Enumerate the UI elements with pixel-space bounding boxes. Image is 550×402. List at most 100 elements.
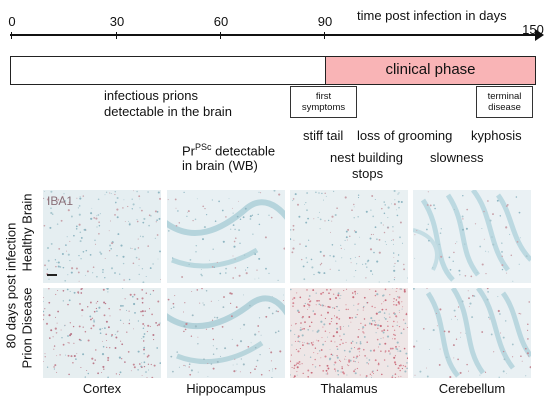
tissue-speckle [271,312,274,315]
tissue-speckle [211,266,214,268]
tissue-speckle [518,211,521,214]
tissue-speckle [343,289,345,292]
tissue-speckle [77,271,80,274]
tissue-speckle [277,310,279,313]
tissue-speckle [234,228,236,231]
tissue-speckle [472,294,474,297]
tissue-speckle [234,267,237,269]
tissue-speckle [283,247,285,250]
tissue-speckle [296,366,299,369]
tissue-speckle [452,260,454,262]
tissue-speckle [357,293,359,295]
tissue-speckle [296,203,300,206]
tissue-speckle [258,191,260,193]
tissue-speckle [67,253,70,256]
tissue-speckle [407,277,408,279]
tissue-speckle [375,321,377,323]
tissue-speckle [236,215,239,218]
tissue-speckle [44,308,46,310]
tissue-speckle [335,260,337,262]
tissue-speckle [72,325,75,328]
tissue-speckle [296,374,298,376]
tissue-speckle [268,306,271,309]
tissue-speckle [178,222,181,224]
tissue-speckle [119,371,122,374]
tissue-speckle [172,306,175,308]
tissue-speckle [159,322,161,324]
tissue-speckle [306,289,308,291]
tissue-speckle [50,211,53,215]
tissue-speckle [51,213,54,215]
tissue-speckle [122,255,125,258]
tissue-speckle [515,196,518,198]
tissue-speckle [69,260,71,262]
panel-prion-cortex [43,288,161,378]
thalamus-healthy-texture [290,190,408,283]
symptom-nest-building-line1: nest building [330,150,403,165]
tissue-speckle [384,352,386,354]
tissue-speckle [81,315,83,317]
tissue-speckle [391,203,392,205]
tissue-speckle [338,318,341,320]
tissue-speckle [191,314,194,317]
tissue-speckle [414,234,416,236]
column-label-hippocampus: Hippocampus [186,381,266,396]
tissue-speckle [306,308,308,310]
tissue-speckle [393,257,395,258]
tissue-speckle [501,268,504,271]
tissue-speckle [389,352,391,354]
tissue-speckle [99,251,101,253]
tissue-speckle [131,198,133,200]
tissue-speckle [252,233,254,235]
tissue-speckle [525,375,527,377]
timeline-axis-title: time post infection in days [357,8,507,23]
tissue-speckle [114,193,116,196]
tissue-speckle [419,370,422,373]
tissue-speckle [384,288,387,291]
tissue-speckle [395,304,398,306]
tissue-speckle [427,223,430,226]
tissue-speckle [383,312,386,314]
tissue-speckle [141,362,143,364]
tissue-speckle [393,361,397,364]
tissue-speckle [378,319,380,321]
cortex-prion-texture [43,288,161,378]
tissue-speckle [101,353,105,356]
tissue-speckle [137,238,139,240]
tissue-speckle [395,299,398,301]
tissue-speckle [329,332,331,334]
tissue-speckle [332,255,335,258]
tissue-speckle [345,308,348,311]
tissue-speckle [520,313,522,315]
tissue-speckle [449,375,452,378]
tissue-speckle [62,343,65,346]
tissue-speckle [77,291,80,294]
tissue-speckle [332,307,334,309]
tissue-speckle [336,356,339,359]
tissue-speckle [114,347,117,349]
tissue-speckle [216,261,218,263]
tissue-speckle [90,327,93,330]
tissue-speckle [294,340,296,342]
tissue-speckle [434,207,436,210]
tissue-speckle [303,278,306,281]
tissue-speckle [73,291,76,294]
tissue-speckle [369,373,372,376]
tissue-speckle [428,239,430,242]
tissue-speckle [378,310,382,314]
tissue-speckle [259,353,261,356]
tissue-speckle [340,247,342,250]
tissue-speckle [391,347,394,350]
tissue-speckle [439,348,441,350]
tissue-speckle [91,317,94,320]
tissue-speckle [231,338,233,340]
tissue-speckle [374,359,377,362]
tissue-speckle [63,193,65,195]
tissue-speckle [296,292,298,294]
tissue-speckle [502,370,505,373]
tissue-speckle [155,322,157,324]
tissue-speckle [389,294,391,296]
tissue-speckle [239,218,242,221]
tissue-speckle [428,349,430,351]
tissue-speckle [398,296,401,299]
